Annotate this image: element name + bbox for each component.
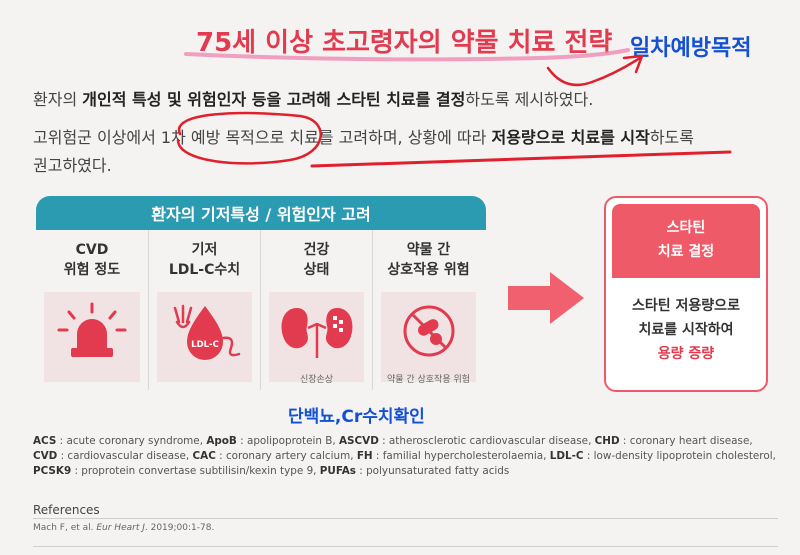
kidney-icon — [281, 308, 352, 358]
reference-item: Mach F, et al. Eur Heart J. 2019;00:1-78… — [33, 523, 215, 533]
factors-panel: CVD 위험 정도 기저 LDL-C수치 L — [36, 230, 486, 390]
paragraph-low-dose: 고위험군 이상에서 1차 예방 목적으로 치료를 고려하며, 상황에 따라 저용… — [33, 128, 694, 175]
abbreviation-line: ACS : acute coronary syndrome, ApoB : ap… — [33, 435, 753, 447]
paragraph-statin-decision: 환자의 개인적 특성 및 위험인자 등을 고려해 스타틴 치료를 결정하도록 제… — [33, 90, 594, 109]
abbreviations-list: ACS : acute coronary syndrome, ApoB : ap… — [33, 434, 778, 479]
decision-panel: 스타틴 치료 결정 스타틴 저용량으로 치료를 시작하여 용량 증량 — [604, 196, 768, 392]
no-pills-icon — [403, 305, 454, 357]
factor-drug-interaction: 약물 간 상호작용 위험 약물 간 상호작용 위험 — [372, 230, 484, 390]
factor-baseline-ldl: 기저 LDL-C수치 LDL-C — [148, 230, 260, 390]
abbreviation-line: CVD : cardiovascular disease, CAC : coro… — [33, 450, 776, 462]
alarm-siren-icon — [57, 302, 127, 357]
references-title: References — [33, 503, 100, 517]
decision-panel-header: 스타틴 치료 결정 — [612, 204, 760, 278]
abbreviation-line: PCSK9 : proprotein convertase subtilisin… — [33, 465, 510, 477]
big-arrow-icon — [508, 272, 584, 324]
ldl-drop-label: LDL-C — [191, 340, 219, 350]
handwritten-note-primary-prevention: 일차예방목적 — [630, 36, 752, 61]
ldl-drop-icon: LDL-C — [173, 304, 240, 360]
red-arrow-line — [546, 56, 642, 87]
factor-cvd-risk: CVD 위험 정도 — [36, 230, 148, 390]
bottom-divider — [33, 546, 778, 547]
page-title: 75세 이상 초고령자의 약물 치료 전략 — [196, 28, 613, 58]
factor-health-status: 건강 상태 신장손상 — [260, 230, 372, 390]
decision-panel-body: 스타틴 저용량으로 치료를 시작하여 용량 증량 — [632, 298, 740, 362]
handwritten-note-protein: 단백뇨,Cr수치확인 — [288, 407, 425, 427]
references-divider — [33, 518, 778, 519]
factors-panel-header: 환자의 기저특성 / 위험인자 고려 — [36, 196, 486, 230]
